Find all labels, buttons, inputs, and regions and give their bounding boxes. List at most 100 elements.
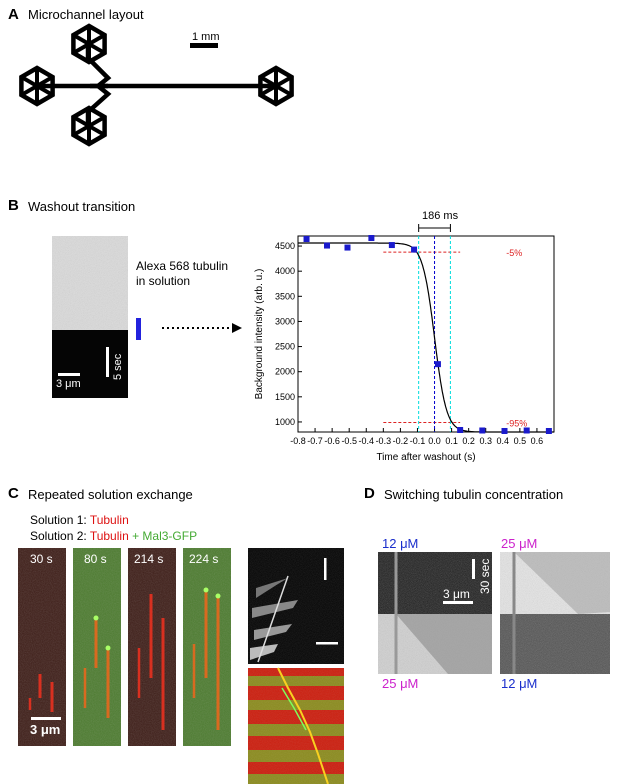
port-bottom (73, 108, 104, 144)
x-tick-label: 0.1 (445, 436, 458, 446)
kymo-b-text-line1: Alexa 568 tubulin (136, 259, 229, 273)
y-tick-label: 3000 (275, 316, 295, 326)
plot-frame (297, 235, 555, 433)
x-tick-label: -0.4 (359, 436, 375, 446)
x-tick-label: 0.4 (497, 436, 510, 446)
d-scalebar-x (443, 601, 473, 604)
kymo-c-color (248, 667, 344, 784)
x-tick-label: 0.0 (428, 436, 441, 446)
x-tick-label: -0.5 (341, 436, 357, 446)
kymo-d-left (378, 552, 492, 674)
solution-2-tubulin: Tubulin (89, 529, 129, 543)
d-left-bottom-label: 25 μM (382, 676, 419, 691)
frame-214s (128, 548, 176, 746)
c-scalebar-label: 3 μm (30, 722, 61, 737)
y-tick-label: 4500 (275, 241, 295, 251)
frame-label-3: 214 s (134, 552, 164, 566)
kymo-b-text-line2: in solution (136, 274, 191, 288)
frame-30s (18, 548, 66, 746)
kymo-c-gray (248, 548, 344, 664)
data-point (368, 235, 375, 242)
bracket-label: 186 ms (422, 210, 459, 222)
port-top (73, 26, 104, 62)
data-point (344, 244, 351, 251)
panel-d-title: Switching tubulin concentration (384, 487, 564, 502)
frame-label-4: 224 s (189, 552, 219, 566)
washout-kymograph-image (52, 236, 128, 398)
d-scalebar-y (472, 559, 475, 579)
data-point (545, 427, 552, 434)
solution-2-prefix: Solution 2: (30, 529, 90, 543)
c-scalebar-line (31, 717, 61, 720)
frame-224s (183, 548, 231, 746)
x-tick-label: -0.1 (410, 436, 426, 446)
y-tick-label: 2000 (275, 367, 295, 377)
x-tick-label: -0.2 (393, 436, 409, 446)
panel-c-frames (18, 548, 231, 746)
panel-c-kymographs (248, 548, 344, 784)
kymo-b-scalebar-x (58, 373, 80, 376)
y-tick-label: 4000 (275, 266, 295, 276)
kymo-b-scalebar-y (106, 347, 109, 377)
data-point (457, 426, 464, 433)
d-right-bottom-label: 12 μM (501, 676, 538, 691)
d-left-top-label: 12 μM (382, 536, 419, 551)
data-point (523, 427, 530, 434)
panel-b-label: B (8, 197, 19, 214)
solution-2-line: Solution 2: Tubulin + Mal3-GFP (30, 528, 197, 544)
x-tick-label: 0.6 (531, 436, 544, 446)
microchannel-diagram (10, 22, 310, 152)
data-point (434, 361, 441, 368)
panel-a-title: Microchannel layout (28, 7, 144, 22)
x-tick-label: -0.6 (324, 436, 340, 446)
y-axis-label: Background intensity (arb. u.) (254, 269, 265, 400)
scalebar-a-label: 1 mm (192, 31, 220, 43)
solution-2-mal3: + Mal3-GFP (128, 529, 198, 543)
dotted-arrow (162, 323, 242, 333)
y-tick-label: 3500 (275, 291, 295, 301)
d-scale-y-label: 30 sec (478, 558, 492, 594)
frame-80s (73, 548, 121, 746)
d-right-top-label: 25 μM (501, 536, 538, 551)
frame-label-2: 80 s (84, 552, 107, 566)
y-tick-label: 2500 (275, 342, 295, 352)
x-tick-label: 0.2 (462, 436, 475, 446)
kymo-b-scale-x-label: 3 μm (56, 378, 81, 390)
panel-d-kymographs (378, 552, 610, 674)
solution-1-tubulin: Tubulin (89, 513, 129, 527)
data-point (479, 427, 486, 434)
x-tick-label: -0.3 (376, 436, 392, 446)
kymo-d-right (500, 552, 610, 674)
data-point (411, 246, 418, 253)
x-tick-label: -0.7 (307, 436, 323, 446)
x-tick-label: 0.5 (514, 436, 527, 446)
panel-b-title: Washout transition (28, 199, 136, 214)
washout-kymograph (52, 236, 128, 398)
solution-legend: Solution 1: Tubulin Solution 2: Tubulin … (30, 512, 197, 544)
data-point (388, 242, 395, 249)
kymo-b-scale-y-label: 5 sec (112, 353, 124, 380)
scalebar-a-line (190, 43, 218, 48)
annotation-95pct: -95% (506, 418, 527, 428)
panel-d-label: D (364, 485, 375, 502)
y-tick-label: 1000 (275, 417, 295, 427)
solution-1-prefix: Solution 1: (30, 513, 90, 527)
x-axis-label: Time after washout (s) (376, 452, 475, 462)
panel-a-label: A (8, 6, 19, 23)
solution-1-line: Solution 1: Tubulin (30, 512, 197, 528)
y-tick-label: 1500 (275, 392, 295, 402)
data-point (324, 242, 331, 249)
fit-curve (298, 242, 554, 433)
panel-c-label: C (8, 485, 19, 502)
d-scale-x-label: 3 μm (443, 587, 470, 601)
annotation-5pct: -5% (506, 248, 522, 258)
kymo-b-text: Alexa 568 tubulin in solution (136, 259, 228, 289)
data-point (501, 427, 508, 434)
panel-c-title: Repeated solution exchange (28, 487, 193, 502)
data-point (303, 236, 310, 243)
x-tick-label: -0.8 (290, 436, 306, 446)
x-tick-label: 0.3 (479, 436, 492, 446)
frame-label-1: 30 s (30, 552, 53, 566)
kymo-b-blue-marker (136, 318, 141, 340)
